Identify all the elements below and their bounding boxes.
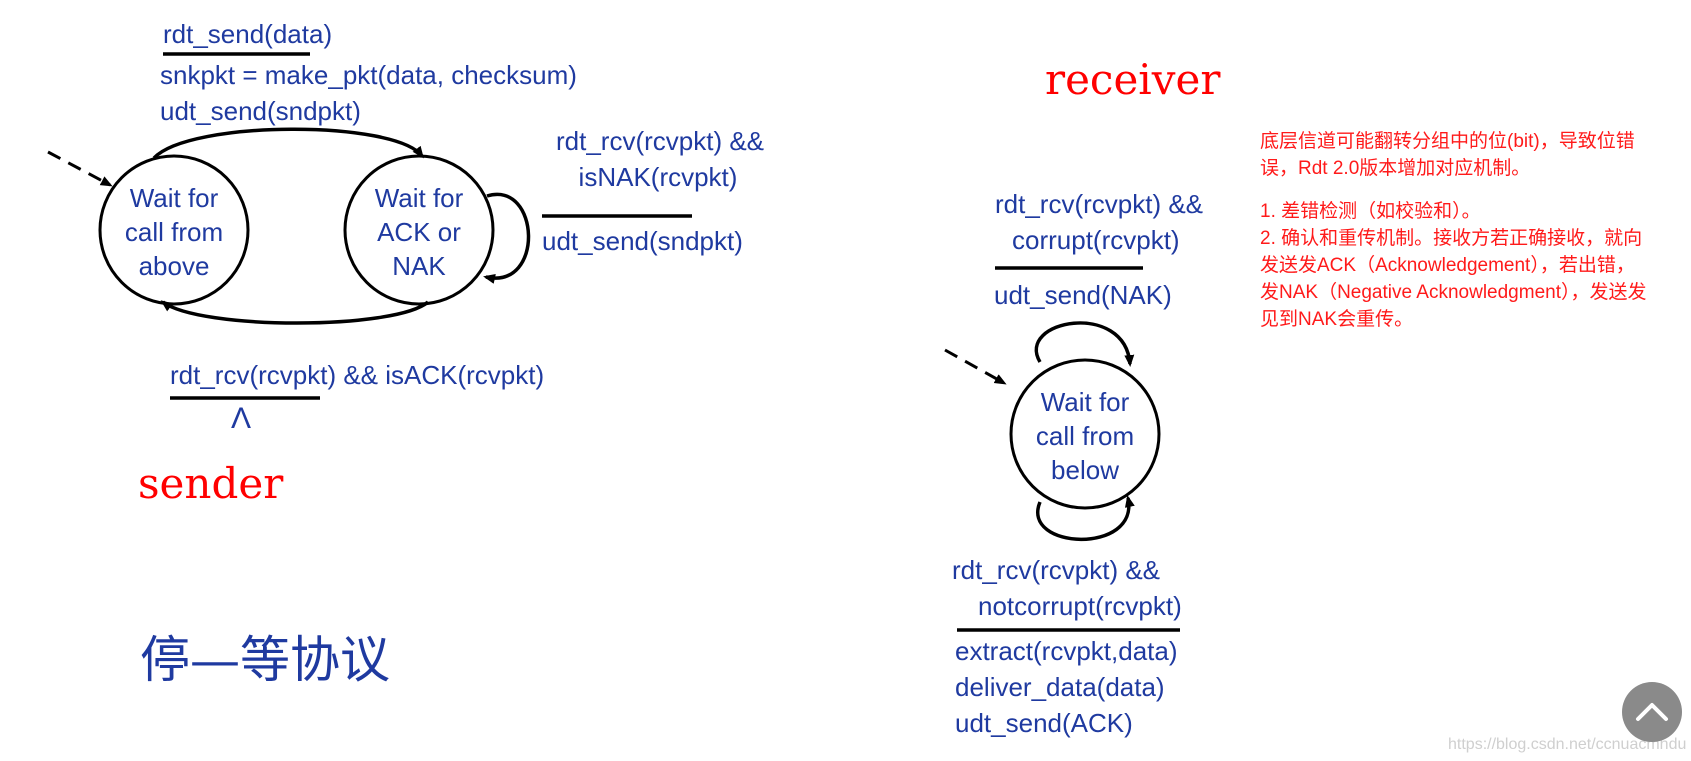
send-action-1: snkpkt = make_pkt(data, checksum): [160, 60, 577, 90]
watermark: https://blog.csdn.net/ccnuacmhdu: [1448, 736, 1687, 753]
state-below-line: below: [1051, 455, 1119, 485]
transition-nak-selfloop: [483, 192, 531, 284]
transition-notcorrupt-selfloop: [1036, 495, 1135, 542]
state-below-line: Wait for: [1040, 387, 1130, 417]
ack-event: rdt_rcv(rcvpkt) && isACK(rcvpkt): [170, 360, 545, 390]
receiver-title: receiver: [1045, 55, 1221, 104]
state-ack-line: Wait for: [374, 183, 464, 213]
sender-title: sender: [138, 459, 284, 508]
state-below-label: Wait for call from below: [1010, 385, 1160, 487]
state-ack-line: NAK: [392, 251, 446, 281]
scroll-top-button[interactable]: [1622, 682, 1682, 742]
initial-arrow-sender: [47, 150, 113, 187]
lambda-symbol: Λ: [231, 402, 252, 435]
corrupt-action: udt_send(NAK): [994, 280, 1172, 310]
ok-action-2: deliver_data(data): [955, 672, 1165, 702]
ok-event-2: notcorrupt(rcvpkt): [978, 591, 1182, 621]
transition-ack: [160, 300, 430, 325]
state-ack-line: ACK or: [377, 217, 461, 247]
initial-arrow-receiver: [944, 348, 1007, 385]
corrupt-event-1: rdt_rcv(rcvpkt) &&: [995, 189, 1204, 219]
note-para: 底层信道可能翻转分组中的位(bit)，导致位错误，Rdt 2.0版本增加对应机制…: [1260, 131, 1635, 179]
transition-corrupt-selfloop: [1034, 321, 1135, 367]
note-item-2: 2. 确认和重传机制。接收方若正确接收，就向发送发ACK（Acknowledge…: [1260, 228, 1647, 330]
protocol-title: 停—等协议: [140, 631, 390, 689]
state-ack-label: Wait for ACK or NAK: [344, 181, 494, 283]
state-call-label: Wait for call from above: [99, 181, 249, 283]
state-below-line: call from: [1035, 421, 1135, 451]
note-item-1: 1. 差错检测（如校验和）。: [1260, 201, 1481, 222]
ok-action-1: extract(rcvpkt,data): [955, 636, 1178, 666]
send-action-2: udt_send(sndpkt): [160, 96, 361, 126]
nak-event-1: rdt_rcv(rcvpkt) &&: [555, 126, 765, 156]
send-event: rdt_send(data): [163, 19, 333, 49]
corrupt-event-2: corrupt(rcvpkt): [1012, 225, 1180, 255]
nak-action: udt_send(sndpkt): [542, 226, 743, 256]
state-wait-call-above: [98, 154, 250, 306]
note-spacer: [1260, 182, 1650, 198]
state-call-line: call from: [124, 217, 224, 247]
state-wait-call-below: [1009, 358, 1161, 510]
state-call-line: Wait for: [129, 183, 219, 213]
nak-event-2: isNAK(rcvpkt): [578, 162, 738, 192]
note-block: 底层信道可能翻转分组中的位(bit)，导致位错误，Rdt 2.0版本增加对应机制…: [1260, 128, 1650, 333]
ok-action-3: udt_send(ACK): [955, 708, 1133, 738]
transition-send: [152, 127, 424, 160]
chevron-up-icon: [1636, 703, 1668, 721]
state-call-line: above: [138, 251, 210, 281]
ok-event-1: rdt_rcv(rcvpkt) &&: [952, 555, 1161, 585]
